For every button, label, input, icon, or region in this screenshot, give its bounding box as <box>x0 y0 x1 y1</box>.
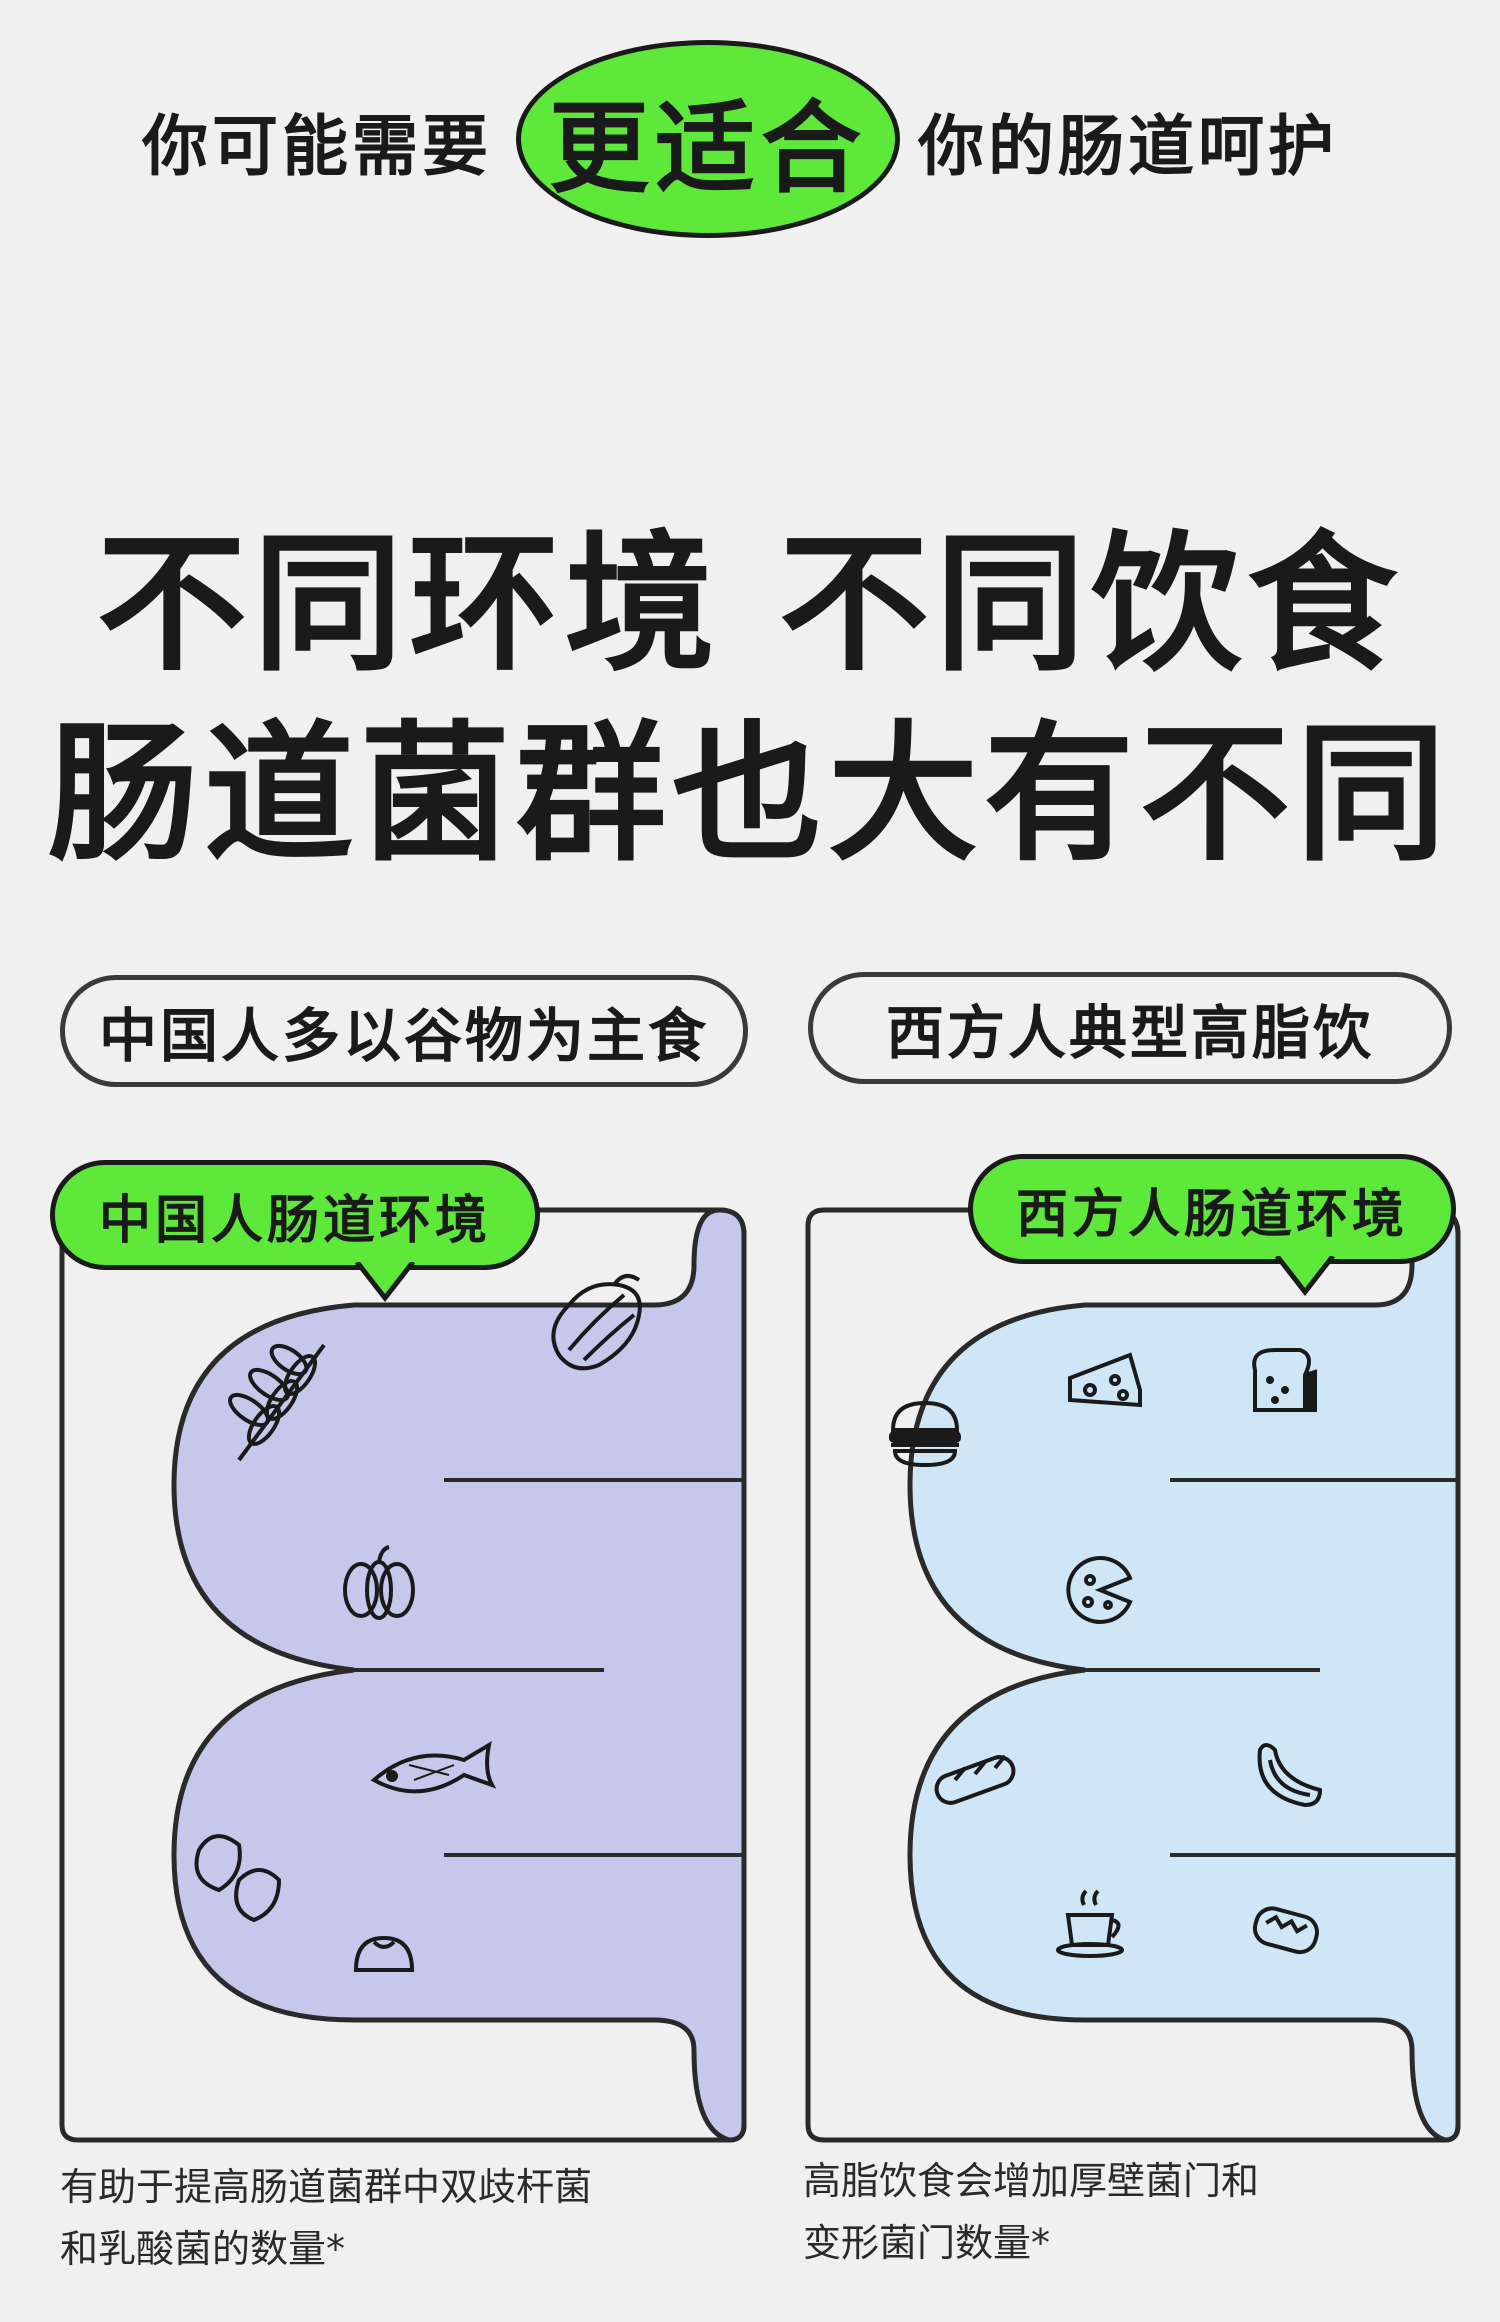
western-gut-diagram <box>805 1207 1461 2143</box>
caption-left-line-1: 有助于提高肠道菌群中双歧杆菌 <box>60 2165 593 2209</box>
toast-icon <box>1252 1348 1317 1412</box>
header-left-text: 你可能需要 <box>142 108 492 185</box>
header: 你可能需要 更适合 你的肠道呵护 <box>0 40 1500 250</box>
caption-left-line-2: 和乳酸菌的数量* <box>60 2227 346 2271</box>
coffee-icon <box>1056 1889 1124 1958</box>
category-pill-chinese: 中国人多以谷物为主食 <box>60 975 748 1087</box>
bubble-tail <box>1275 1256 1335 1296</box>
dumpling-icon <box>194 1834 282 1923</box>
hamburger-icon <box>889 1400 961 1468</box>
chinese-gut-diagram <box>59 1207 747 2143</box>
caption-right-line-1: 高脂饮食会增加厚壁菌门和 <box>803 2159 1260 2203</box>
pumpkin-icon <box>343 1545 415 1620</box>
cheese-icon <box>1068 1352 1142 1408</box>
title-line-2: 肠道菌群也大有不同 <box>47 708 1452 882</box>
wheat-icon <box>228 1343 326 1462</box>
pizza-icon <box>1066 1556 1133 1624</box>
fish-icon <box>370 1740 497 1794</box>
category-pill-western: 西方人典型高脂饮 <box>808 972 1452 1084</box>
chinese-gut-bubble: 中国人肠道环境 <box>50 1160 540 1270</box>
cabbage-icon <box>551 1274 642 1371</box>
gut-shape <box>907 1207 1461 2143</box>
header-highlight-pill: 更适合 <box>516 40 900 238</box>
bubble-tail <box>355 1262 415 1302</box>
gut-shape <box>171 1207 747 2143</box>
western-gut-bubble: 西方人肠道环境 <box>968 1154 1456 1264</box>
header-right-text: 你的肠道呵护 <box>918 108 1338 185</box>
hotdog-icon <box>1257 1743 1323 1808</box>
title-line-1: 不同环境 不同饮食 <box>96 518 1404 692</box>
sandwich-icon <box>1252 1906 1319 1955</box>
steamed-bun-icon <box>353 1935 415 1972</box>
baguette-icon <box>934 1754 1016 1805</box>
caption-right-line-2: 变形菌门数量* <box>803 2221 1051 2265</box>
